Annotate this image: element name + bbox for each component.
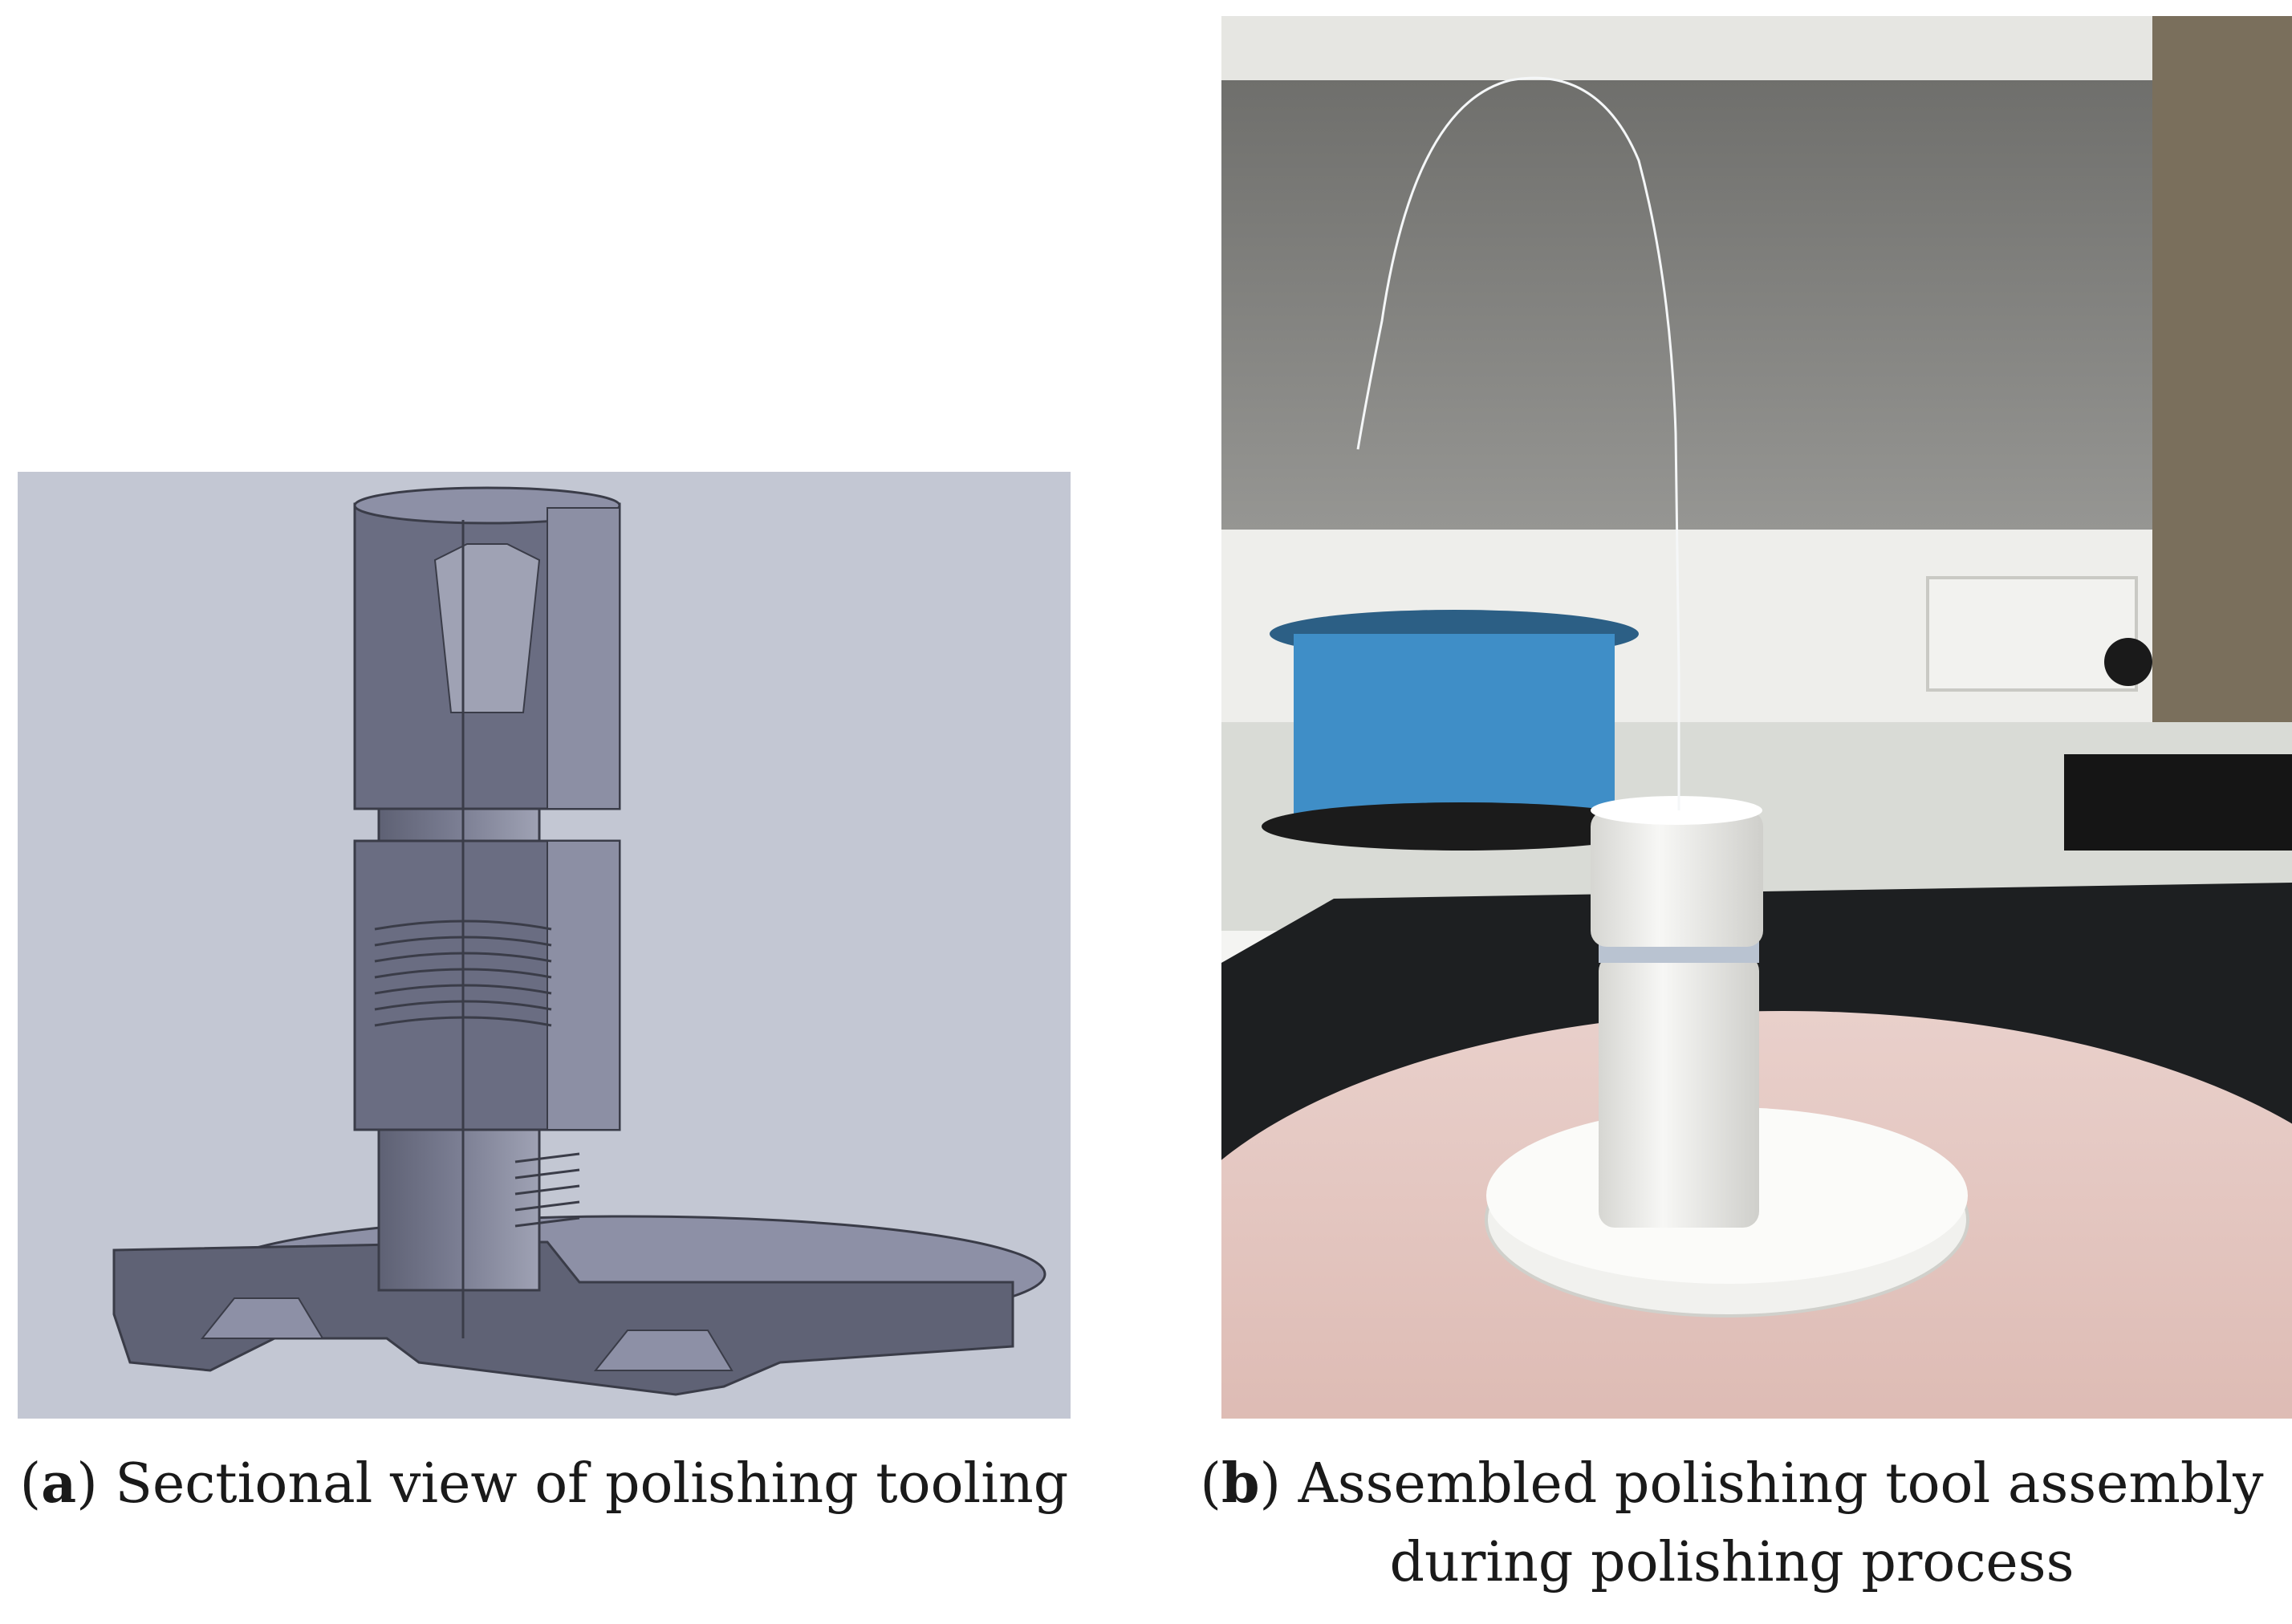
wall-background <box>1221 80 2292 578</box>
caption-b-line2: during polishing process <box>1389 1531 2075 1594</box>
base-disc-section <box>112 1240 1014 1396</box>
lower-thread <box>514 1152 580 1228</box>
caption-b-line1: Assembled polishing tool assembly <box>1298 1452 2264 1516</box>
collet <box>433 543 541 713</box>
black-device <box>2064 754 2292 851</box>
caption-b-label: b <box>1221 1451 1260 1516</box>
caption-a-text: Sectional view of polishing tooling <box>115 1452 1069 1516</box>
tool-lower-cylinder <box>1599 955 1759 1228</box>
caption-a: (a) Sectional view of polishing tooling <box>19 1451 1069 1516</box>
spool-base <box>1262 802 1663 851</box>
tool-upper-top <box>1591 796 1762 825</box>
sectional-view-drawing <box>112 486 1046 1396</box>
base-cutout-left <box>200 1297 324 1339</box>
base-cutout-right <box>593 1330 734 1371</box>
assembled-tool-photo <box>1221 16 2292 1419</box>
thread-band <box>374 920 552 1027</box>
cable-plug <box>2104 638 2152 686</box>
optical-fiber <box>1356 76 1680 810</box>
lower-cylinder-face <box>547 840 620 1131</box>
caption-b: (b) Assembled polishing tool assembly du… <box>1200 1451 2264 1594</box>
sectional-view-image <box>18 472 1071 1419</box>
spool <box>1294 634 1615 818</box>
assembled-tool-illustration <box>1221 16 2292 1419</box>
right-wall <box>2152 16 2292 818</box>
upper-cylinder-face <box>547 507 620 810</box>
caption-a-label: a <box>41 1451 77 1516</box>
power-outlet <box>1926 576 2138 692</box>
tool-upper-cylinder <box>1591 810 1763 947</box>
